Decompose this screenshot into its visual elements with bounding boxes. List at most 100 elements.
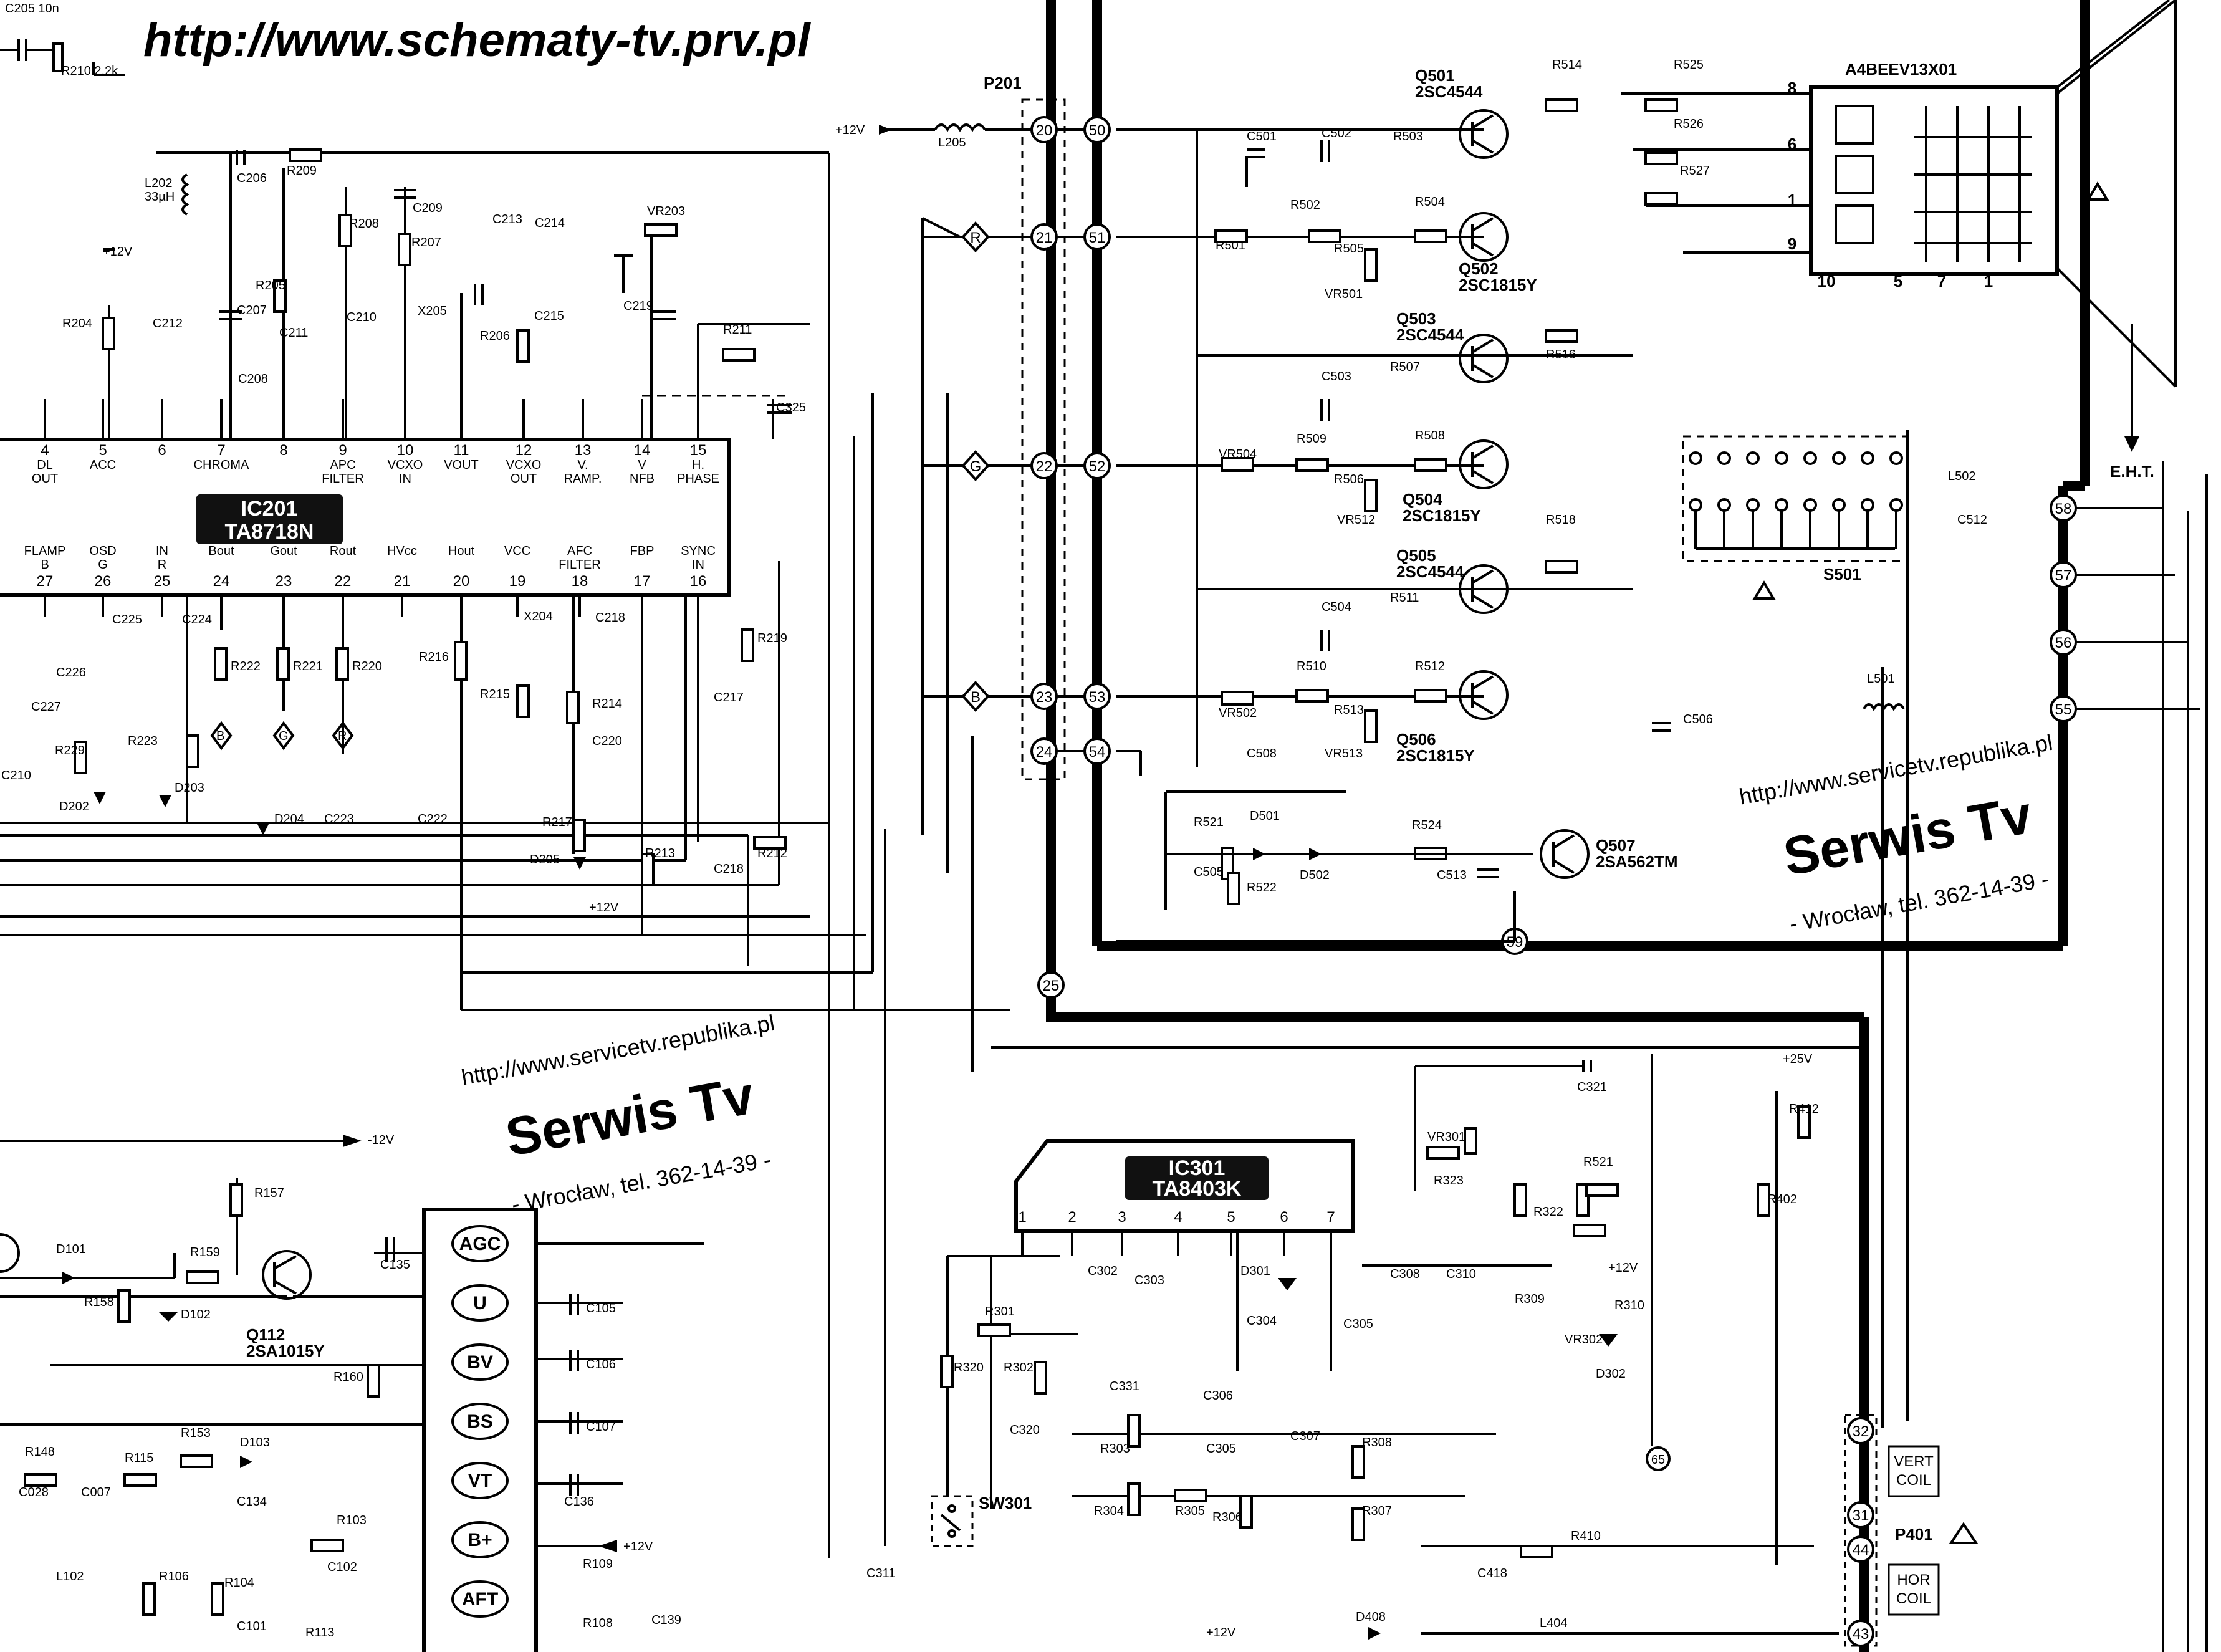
board-pin[interactable] — [1847, 1535, 1874, 1563]
svg-text:R525: R525 — [1674, 58, 1704, 72]
svg-text:R509: R509 — [1297, 432, 1326, 446]
svg-text:VR502: VR502 — [1219, 706, 1257, 720]
transistor-q503 — [1459, 334, 1509, 383]
board-pin[interactable] — [1646, 1446, 1671, 1471]
svg-text:C211: C211 — [279, 326, 308, 340]
svg-text:R148: R148 — [25, 1445, 55, 1459]
ic201-bottom-pin-label: B — [41, 558, 49, 572]
ic201-top-pin-label: NFB — [630, 472, 655, 486]
transistor-emitter — [1471, 469, 1494, 484]
transistor-part: 2SA562TM — [1596, 852, 1678, 871]
board-pin-number: 65 — [1651, 1453, 1665, 1467]
svg-text:L502: L502 — [1948, 469, 1976, 483]
svg-text:C214: C214 — [535, 216, 565, 230]
corner-capacitor — [0, 39, 125, 76]
warning-icon — [1949, 1522, 1979, 1544]
ic201-top-pin-number: 14 — [634, 442, 651, 459]
svg-text:L202: L202 — [145, 176, 173, 190]
ic201-bottom-pin-label: R — [158, 558, 166, 572]
transistor-emitter — [1471, 594, 1494, 609]
svg-text:D101: D101 — [56, 1242, 86, 1256]
svg-text:R153: R153 — [181, 1426, 211, 1440]
transistor-part: 2SC1815Y — [1396, 746, 1475, 765]
svg-text:C210: C210 — [1, 769, 31, 782]
svg-text:R507: R507 — [1390, 360, 1420, 374]
tuner-pin-aft[interactable] — [451, 1580, 509, 1618]
svg-text:C224: C224 — [182, 613, 212, 627]
socket-pin — [1803, 498, 1817, 512]
svg-text:C227: C227 — [31, 700, 61, 714]
svg-text:R222: R222 — [231, 660, 261, 673]
tuner-pin-bs[interactable] — [451, 1403, 509, 1440]
svg-text:R506: R506 — [1334, 473, 1364, 486]
p201-pin[interactable] — [1037, 971, 1065, 999]
switch-sw301[interactable]: SW301 — [931, 1494, 1032, 1547]
transistor-part: 2SA1015Y — [246, 1342, 325, 1360]
tuner-pin-agc[interactable] — [451, 1225, 509, 1262]
ic201-bottom-pin-number: 24 — [213, 573, 230, 590]
svg-text:C105: C105 — [586, 1302, 616, 1315]
ic201-bottom-pin-label: FBP — [630, 544, 655, 558]
tuner-pin-vt[interactable] — [451, 1462, 509, 1499]
tuner-pin-label: VT — [468, 1471, 492, 1491]
svg-text:C504: C504 — [1322, 600, 1351, 614]
tuner-pin-u[interactable] — [451, 1284, 509, 1322]
svg-text:X204: X204 — [524, 610, 553, 623]
svg-text:R206: R206 — [480, 329, 510, 343]
hor-coil[interactable]: HOR COIL — [1888, 1563, 1940, 1616]
board-pin-number: 54 — [1089, 744, 1106, 761]
ic201-top-pin-label: ACC — [90, 458, 116, 472]
transistor-ref: Q501 — [1415, 66, 1455, 85]
transistor-q506 — [1459, 670, 1509, 720]
ic201-bottom-pin-number: 16 — [690, 573, 707, 590]
header-url[interactable]: http://www.schematy-tv.prv.pl — [143, 14, 812, 67]
board-pin-number: 52 — [1089, 458, 1106, 475]
svg-text:R208: R208 — [349, 217, 379, 231]
svg-text:R502: R502 — [1290, 198, 1320, 212]
ic301-pin-number: 1 — [1018, 1209, 1026, 1226]
transistor-collector — [1552, 834, 1575, 849]
svg-text:R412: R412 — [1789, 1102, 1819, 1116]
svg-text:R526: R526 — [1674, 117, 1704, 131]
svg-text:R307: R307 — [1362, 1504, 1392, 1518]
tuner-pin-bplus[interactable] — [451, 1521, 509, 1558]
svg-text:R511: R511 — [1390, 591, 1419, 605]
vert-coil-label-2: COIL — [1896, 1472, 1931, 1489]
svg-text:B: B — [216, 729, 224, 743]
p201-pin-number: 20 — [1036, 122, 1053, 139]
tuner-pin-bv[interactable] — [451, 1343, 509, 1381]
svg-text:C215: C215 — [534, 309, 564, 323]
transistor-group: Q5012SC4544Q5022SC1815YQ5032SC4544Q5042S… — [246, 66, 1678, 1360]
svg-text:D204: D204 — [274, 812, 304, 826]
p401-label: P401 — [1895, 1525, 1933, 1544]
board-pin[interactable] — [1847, 1501, 1874, 1529]
svg-text:C208: C208 — [238, 372, 268, 386]
svg-text:VR301: VR301 — [1427, 1130, 1465, 1144]
svg-text:R320: R320 — [954, 1361, 984, 1375]
board-pin[interactable] — [1847, 1417, 1874, 1444]
svg-text:VR302: VR302 — [1565, 1333, 1603, 1347]
socket-pin — [1889, 451, 1903, 465]
svg-text:VR504: VR504 — [1219, 448, 1257, 461]
vert-coil[interactable]: VERT COIL — [1888, 1445, 1940, 1497]
q112-circle — [262, 1250, 312, 1300]
crt-pin-number: 1 — [1984, 272, 1993, 291]
socket-pin — [1717, 498, 1731, 512]
svg-text:D302: D302 — [1596, 1367, 1626, 1381]
board-pin[interactable] — [1847, 1620, 1874, 1647]
p401-connector[interactable]: P401 — [1844, 1414, 1979, 1647]
switch-label: SW301 — [979, 1494, 1032, 1512]
crt-socket-s501[interactable]: S501 — [1682, 435, 1909, 600]
ic201-bottom-pins: 27FLAMPB26OSDG25INR24Bout23Gout22Rout21H… — [24, 544, 716, 617]
ic301-name: IC301 — [1169, 1156, 1226, 1180]
svg-text:R306: R306 — [1212, 1510, 1242, 1524]
svg-text:C306: C306 — [1203, 1389, 1233, 1403]
